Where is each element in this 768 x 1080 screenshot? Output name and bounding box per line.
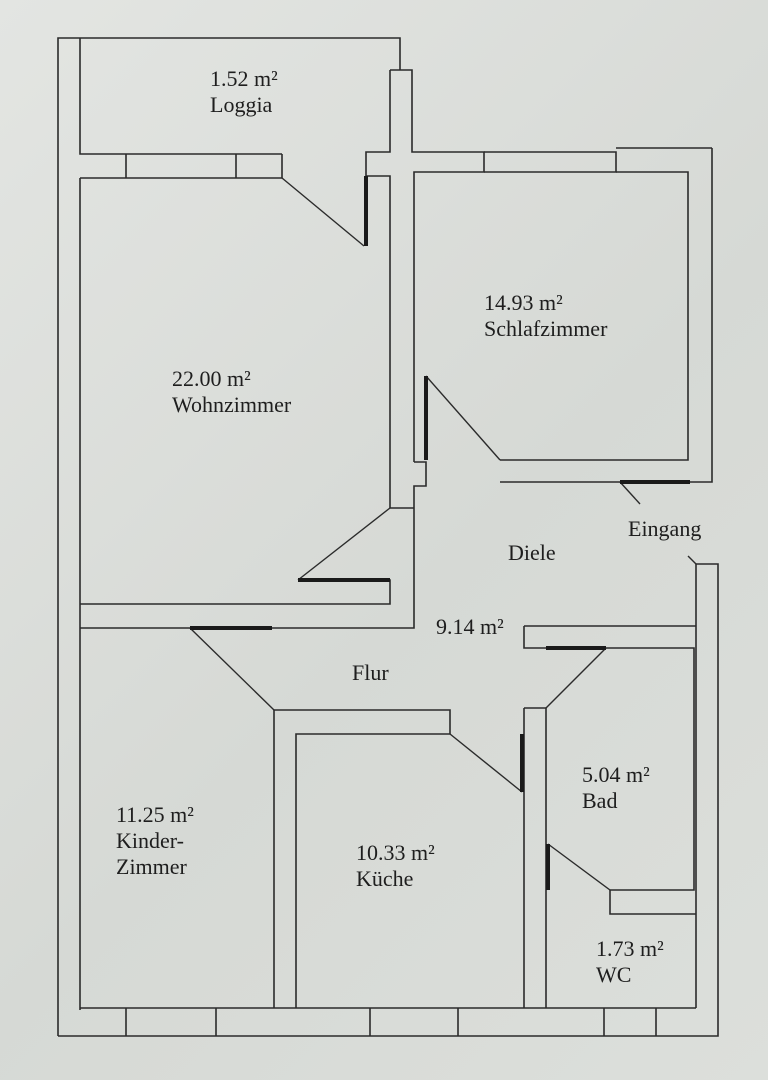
- room-label-flur: Flur: [352, 660, 389, 686]
- room-label-wohnzimmer: 22.00 m² Wohnzimmer: [172, 366, 291, 418]
- door-loggia-swing: [281, 177, 365, 247]
- room-label-diele-area: 9.14 m²: [436, 614, 504, 640]
- wohnzimmer-area: 22.00 m²: [172, 366, 251, 391]
- door-kueche-swing: [449, 733, 523, 793]
- room-label-wc: 1.73 m² WC: [596, 936, 664, 988]
- door-wohnzimmer-swing: [297, 507, 391, 581]
- kinderzimmer-name-line2: Zimmer: [116, 854, 187, 879]
- central-wall-upper-left: [365, 70, 391, 508]
- column-mid: [413, 461, 427, 600]
- kueche-area: 10.33 m²: [356, 840, 435, 865]
- room-label-diele: Diele: [508, 540, 556, 566]
- flur-name: Flur: [352, 660, 389, 685]
- door-eingang-swing: [619, 481, 641, 505]
- loggia-parapet: [79, 38, 282, 155]
- schlafzimmer-window: [484, 151, 617, 173]
- schlafzimmer-name: Schlafzimmer: [484, 316, 608, 341]
- diele-area: 9.14 m²: [436, 614, 504, 639]
- loggia-name: Loggia: [210, 92, 273, 117]
- outer-wall-bottom-right: [58, 563, 719, 1037]
- outer-wall-left-top: [57, 37, 401, 1036]
- wohnzimmer-bottom-wall: [80, 579, 391, 605]
- diele-name: Diele: [508, 540, 556, 565]
- entrance-label: Eingang: [628, 516, 701, 542]
- kinderzimmer-area: 11.25 m²: [116, 802, 194, 827]
- bad-area: 5.04 m²: [582, 762, 650, 787]
- wc-area: 1.73 m²: [596, 936, 664, 961]
- wc-top-wall: [609, 890, 696, 915]
- bad-name: Bad: [582, 788, 618, 813]
- loggia-walls: [79, 38, 283, 179]
- room-label-loggia: 1.52 m² Loggia: [210, 66, 278, 118]
- room-label-kueche: 10.33 m² Küche: [356, 840, 435, 892]
- door-bad-swing: [545, 647, 607, 709]
- bottom-windows: [125, 1008, 657, 1036]
- central-wall-upper-right: [390, 69, 485, 462]
- outer-walls: [57, 37, 719, 1037]
- doors: [189, 176, 697, 891]
- bad-walls: [523, 625, 696, 891]
- mid-walls: [80, 579, 547, 1008]
- window-kueche: [369, 1008, 459, 1036]
- room-label-kinderzimmer: 11.25 m² Kinder- Zimmer: [116, 802, 194, 880]
- window-wc: [603, 1008, 657, 1036]
- kueche-name: Küche: [356, 866, 414, 891]
- bad-wc-walls: [523, 625, 696, 915]
- eingang-name: Eingang: [628, 516, 702, 541]
- central-walls: [365, 69, 712, 600]
- kinderzimmer-name-line1: Kinder-: [116, 828, 184, 853]
- wc-name: WC: [596, 962, 632, 987]
- eingang-jamb: [687, 555, 697, 565]
- loggia-area: 1.52 m²: [210, 66, 278, 91]
- room-label-schlafzimmer: 14.93 m² Schlafzimmer: [484, 290, 607, 342]
- loggia-window-frames: [125, 154, 283, 178]
- door-kinderzimmer-swing: [189, 627, 275, 711]
- door-schlafzimmer-swing: [425, 375, 501, 461]
- schlafzimmer-area: 14.93 m²: [484, 290, 563, 315]
- wohnzimmer-name: Wohnzimmer: [172, 392, 292, 417]
- room-label-bad: 5.04 m² Bad: [582, 762, 650, 814]
- door-wc-swing: [547, 843, 611, 891]
- kueche-right-wall: [524, 707, 547, 1008]
- schlafzimmer-walls: [500, 147, 712, 461]
- outer-wall-right-upper: [688, 148, 713, 483]
- window-kinderzimmer: [125, 1008, 217, 1036]
